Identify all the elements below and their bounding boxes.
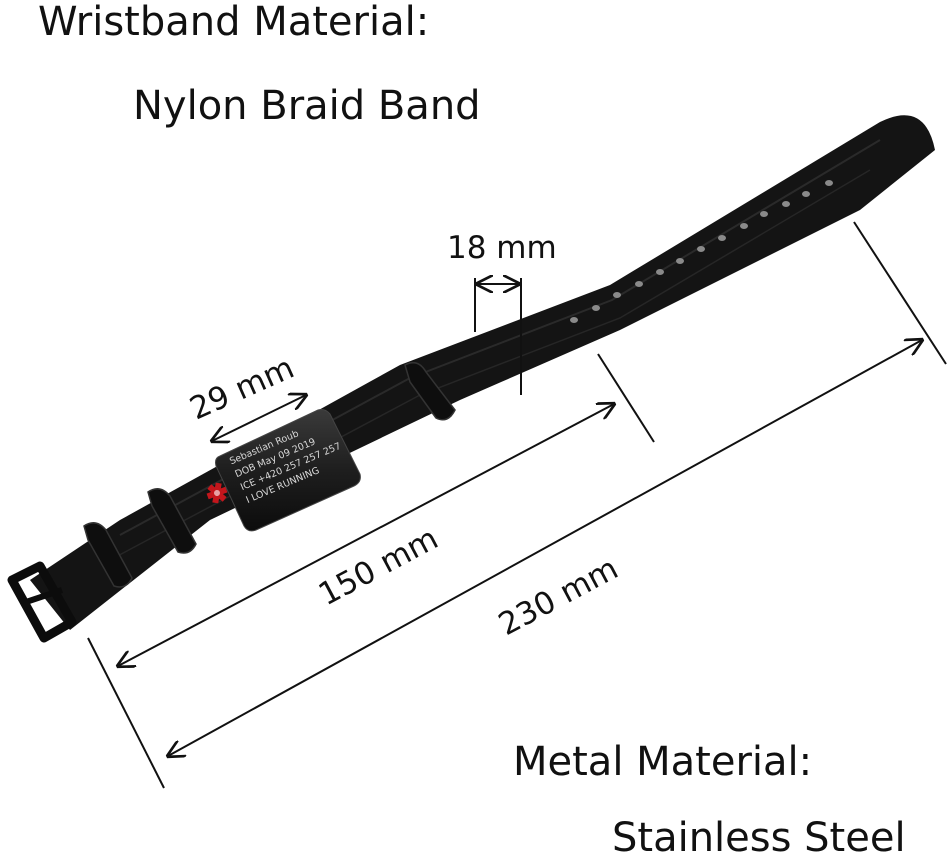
dimension-29mm-label: 29 mm <box>185 350 300 428</box>
band-holes <box>570 180 833 323</box>
wristband-material-heading: Wristband Material: <box>38 0 430 45</box>
metal-material-value: Stainless Steel <box>612 815 906 861</box>
wristband-material-value: Nylon Braid Band <box>133 83 481 129</box>
buckle <box>7 561 77 643</box>
dimension-230mm <box>87 221 947 789</box>
dimension-150mm-label: 150 mm <box>313 521 444 614</box>
dimension-230mm-label: 230 mm <box>493 551 624 644</box>
dimension-18mm-label: 18 mm <box>447 230 557 266</box>
nylon-band <box>30 115 935 631</box>
